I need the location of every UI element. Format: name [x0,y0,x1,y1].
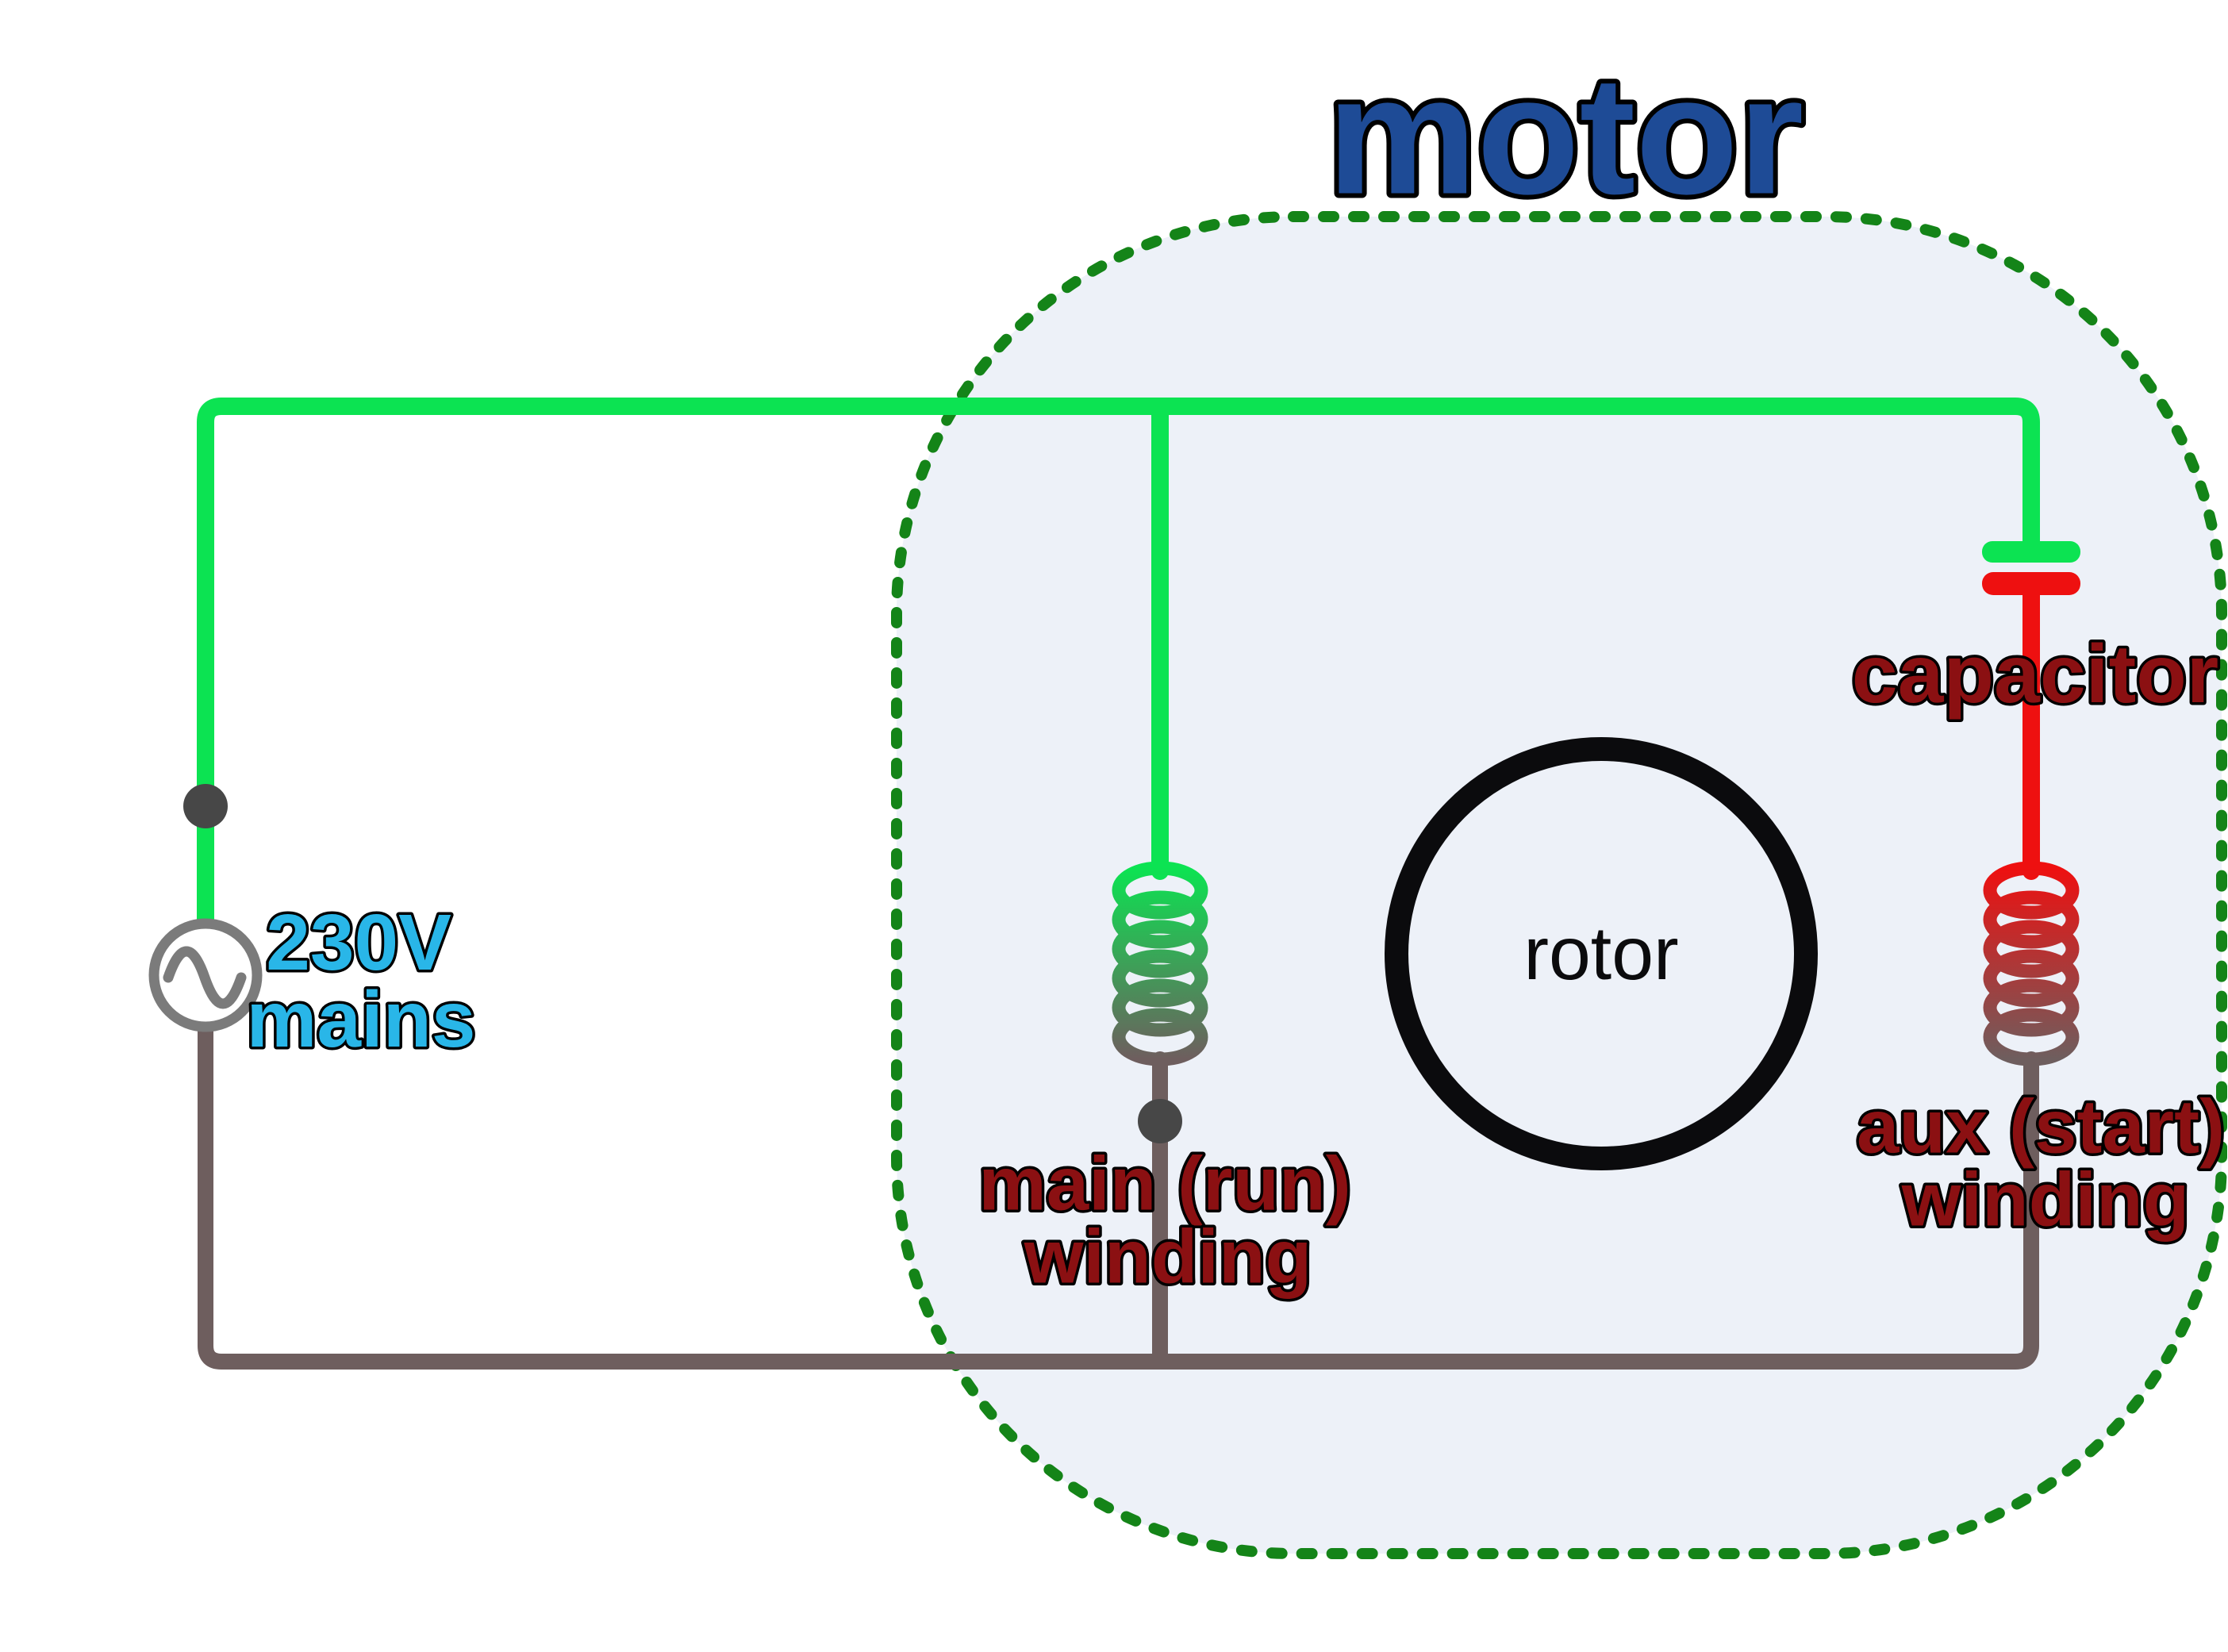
mains-label-line2: mains [246,975,475,1064]
capacitor-plate-top [1982,541,2080,563]
rotor-circle [1385,737,1818,1170]
ac-sine-icon [163,946,247,1009]
aux-winding-label-line2: winding [1901,1158,2190,1243]
junction-dot-left [183,784,228,828]
rotor-label: rotor [1523,912,1678,996]
capacitor-label: capacitor [1852,628,2218,720]
capacitor-plate-bottom [1982,572,2080,595]
aux-winding-label-line1: aux (start) [1857,1085,2225,1170]
main-winding-label-line2: winding [1024,1215,1312,1300]
mains-label-line1: 230V [266,898,451,987]
main-winding-coil [1112,861,1208,1066]
neutral-wire [198,1019,2039,1370]
live-wire [197,398,2040,932]
motor-title: motor [1327,41,1804,229]
junction-dot-main-winding [1138,1099,1182,1143]
motor-boundary [891,211,2227,1559]
aux-winding-coil [1983,861,2080,1066]
main-winding-label-line1: main (run) [978,1142,1350,1227]
